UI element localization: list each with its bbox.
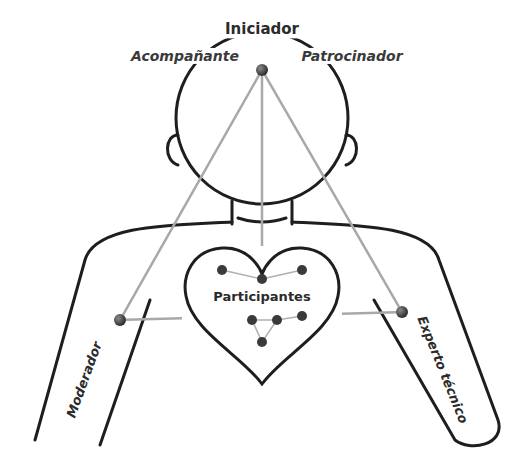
role-name: Iniciador bbox=[222, 21, 302, 38]
role-label: Acompañante bbox=[128, 48, 242, 64]
participant-dot bbox=[297, 311, 307, 321]
connector-line bbox=[342, 312, 396, 314]
heart-outline bbox=[182, 246, 342, 386]
participant-dot bbox=[217, 265, 227, 275]
participant-dot bbox=[257, 337, 267, 347]
participant-dot bbox=[272, 315, 282, 325]
role-label: Patrocinador bbox=[298, 48, 405, 64]
participant-dot bbox=[257, 274, 267, 284]
left-ear bbox=[167, 135, 178, 165]
participant-dot bbox=[297, 265, 307, 275]
participants-heart: Participantes bbox=[182, 246, 342, 386]
participant-dot bbox=[247, 315, 257, 325]
initiator-dot: Iniciador bbox=[256, 64, 268, 76]
left-arm-inner bbox=[100, 300, 150, 445]
role-name: Experto técnico bbox=[412, 311, 471, 428]
role-name: Participantes bbox=[210, 290, 313, 305]
connector-line bbox=[261, 76, 264, 246]
role-name: Moderador bbox=[63, 337, 106, 423]
moderator-dot: Moderador bbox=[114, 314, 126, 326]
connector-line bbox=[126, 318, 182, 320]
right-ear bbox=[346, 135, 357, 165]
heart-path bbox=[185, 248, 339, 384]
expert-dot: Experto técnico bbox=[396, 306, 408, 318]
